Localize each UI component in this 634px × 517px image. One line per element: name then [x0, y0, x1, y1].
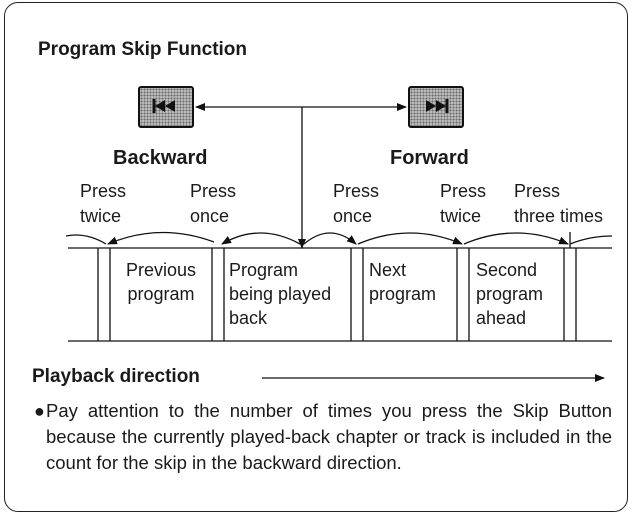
- note-text: Pay attention to the number of times you…: [46, 400, 612, 473]
- track-strip-end-arc: [569, 235, 613, 245]
- skip-arc-back-twice: [107, 231, 215, 245]
- diagram-frame: [4, 2, 628, 512]
- diagram-title: Program Skip Function: [38, 39, 248, 60]
- press-label-once-forward-line1: Press: [333, 181, 380, 201]
- press-label-three-times-line1: Press: [514, 181, 561, 201]
- press-label-twice-back-line2: twice: [80, 206, 122, 226]
- backward-skip-button: [138, 86, 194, 128]
- forward-label: Forward: [390, 147, 469, 169]
- skip-arc-forward-once: [303, 232, 357, 245]
- skip-arc-forward-twice: [357, 232, 463, 245]
- skip-arc-back-once: [221, 232, 301, 245]
- skip-arc-forward-three-times: [463, 232, 569, 245]
- press-label-once-back-line2: once: [190, 206, 230, 226]
- press-label-three-times-line2: three times: [514, 206, 604, 226]
- press-label-twice-forward-line1: Press: [440, 181, 487, 201]
- note-bullet: ●: [34, 401, 45, 421]
- track-strip-start-arc: [65, 234, 107, 245]
- press-label-once-forward-line2: once: [333, 206, 373, 226]
- press-label-twice-back-line1: Press: [80, 181, 127, 201]
- playback-direction-label: Playback direction: [32, 366, 200, 387]
- press-label-twice-forward-line2: twice: [440, 206, 482, 226]
- skip-forward-icon: [426, 99, 449, 113]
- backward-label: Backward: [113, 147, 208, 169]
- skip-backward-icon: [152, 99, 175, 113]
- forward-skip-button: [408, 86, 464, 128]
- press-label-once-back-line1: Press: [190, 181, 237, 201]
